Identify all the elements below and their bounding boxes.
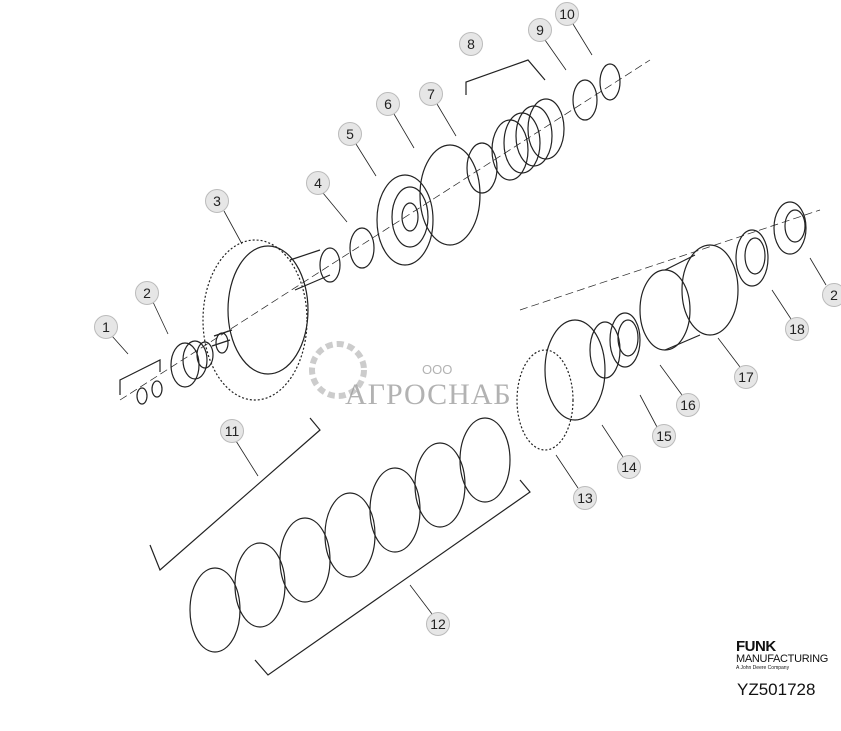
callout-1: 1 (94, 315, 118, 339)
callout-2-right: 2 (822, 283, 841, 307)
part-14-ring (544, 319, 606, 421)
part-3-gear-shaft (202, 239, 341, 401)
watermark-gear-icon (309, 341, 367, 399)
part-5-piston (376, 174, 434, 266)
part-16-bearing (609, 312, 641, 368)
callout-2: 2 (135, 281, 159, 305)
part-2-bearing (170, 340, 214, 388)
callout-13: 13 (573, 486, 597, 510)
callout-11: 11 (220, 419, 244, 443)
part-17-hub (639, 244, 739, 351)
watermark-prefix: ООО (422, 362, 453, 377)
callout-14: 14 (617, 455, 641, 479)
callout-3: 3 (205, 189, 229, 213)
callout-9: 9 (528, 18, 552, 42)
callout-7: 7 (419, 82, 443, 106)
part-8-springs (465, 59, 565, 181)
part-18-bearing (735, 229, 769, 287)
part-7-ring (466, 142, 498, 194)
brand-name: FUNK (736, 638, 776, 655)
callout-10: 10 (555, 2, 579, 26)
brand-sub: MANUFACTURING (736, 653, 829, 665)
callout-18: 18 (785, 317, 809, 341)
part-11-12-clutch-pack (149, 417, 531, 676)
callout-6: 6 (376, 92, 400, 116)
part-2-bearing-right (773, 201, 807, 255)
callout-8: 8 (459, 32, 483, 56)
brand-logo: FUNK MANUFACTURING A John Deere Company (736, 638, 829, 672)
callout-12: 12 (426, 612, 450, 636)
part-number: YZ501728 (737, 680, 816, 699)
part-6-seal (419, 144, 481, 246)
callout-15: 15 (652, 424, 676, 448)
brand-tagline: A John Deere Company (736, 665, 790, 671)
callout-5: 5 (338, 122, 362, 146)
centerline-right (519, 209, 821, 311)
part-9-ring (572, 79, 598, 121)
part-1-orings (119, 359, 163, 405)
callout-17: 17 (734, 365, 758, 389)
centerline (119, 59, 651, 401)
leader-lines (111, 23, 827, 615)
callout-4: 4 (306, 171, 330, 195)
part-10-snap-ring (599, 63, 621, 101)
part-13-disc (516, 349, 574, 451)
callout-16: 16 (676, 393, 700, 417)
part-4-ring (349, 227, 375, 269)
watermark-name: АГРОСНАБ (345, 378, 512, 411)
